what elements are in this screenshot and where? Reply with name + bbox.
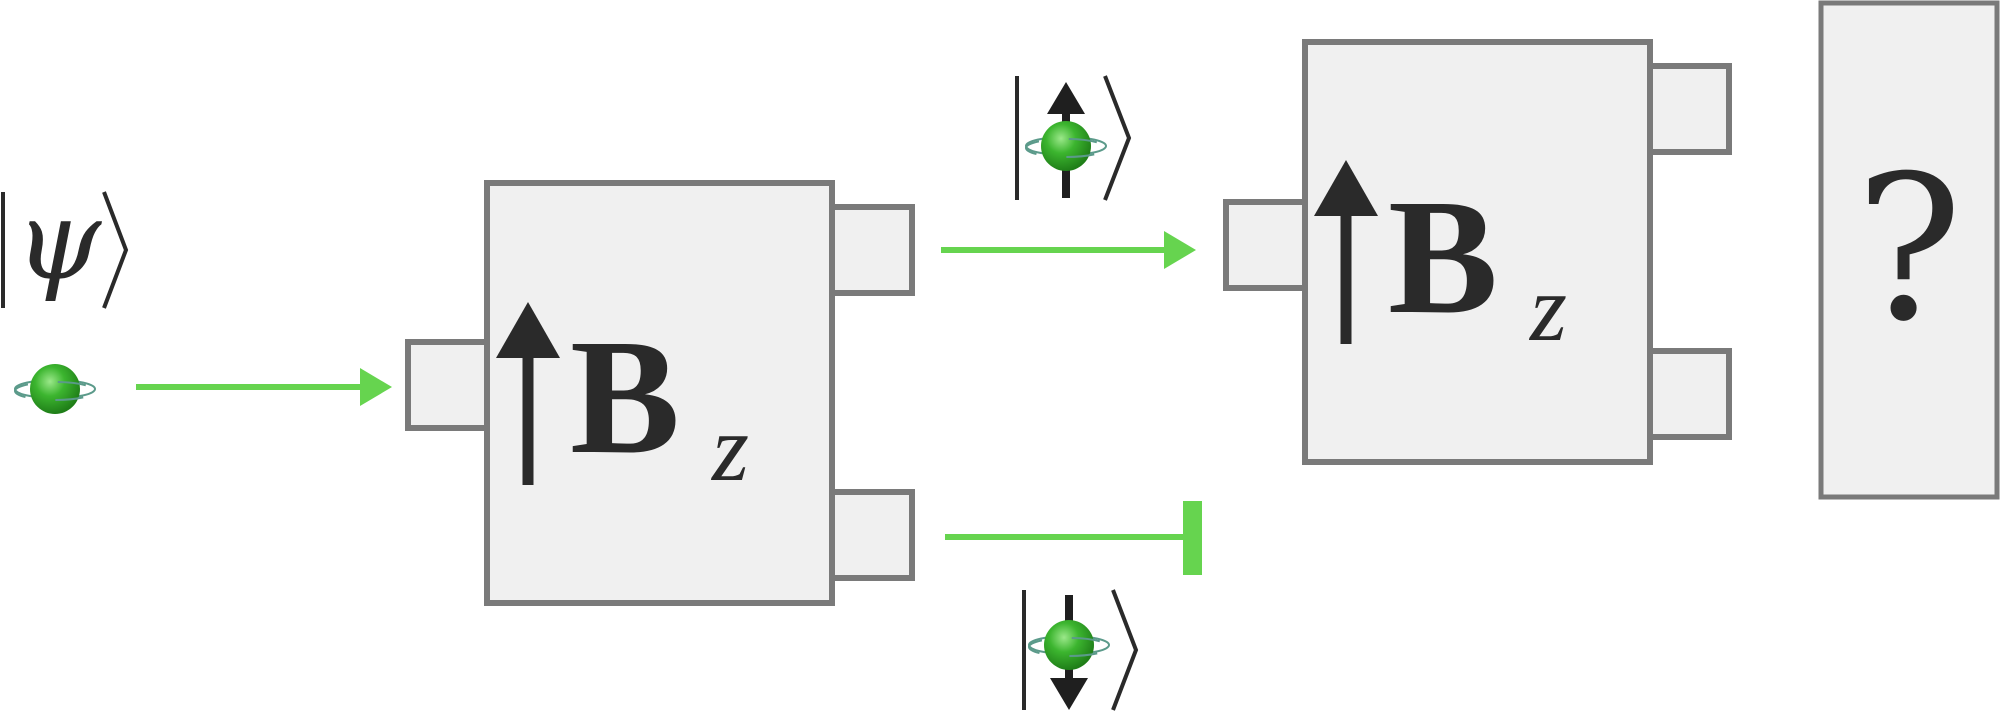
input-beam-arrow (136, 368, 392, 406)
spin-particle-icon (1025, 120, 1107, 172)
question-mark: ? (1855, 133, 1962, 366)
magnet-2-output-port-up (1646, 63, 1732, 155)
field-label-b: B (570, 305, 680, 488)
magnet-2-output-port-down (1646, 348, 1732, 440)
field-label-b: B (1388, 165, 1498, 348)
spin-particle-icon (1028, 619, 1110, 671)
spin-up-symbol: ↑ (0, 0, 1, 1)
spin-down-beam-blocked (945, 501, 1202, 575)
psi-symbol: ψ (15, 176, 103, 304)
magnet-2-body (1302, 39, 1653, 465)
field-arrow-icon (496, 302, 560, 485)
input-state-ket: ψ (1, 176, 129, 309)
spin-down-ket: ↓ (0, 0, 1139, 711)
magnet-1-body (484, 180, 835, 606)
field-subscript-z: z (1528, 255, 1567, 361)
stern-gerlach-magnet-2: B z (1223, 39, 1732, 465)
unknown-detector: ? (1818, 0, 2000, 500)
magnet-2-input-port (1223, 199, 1309, 291)
spin-up-ket: ↑ (0, 0, 1132, 201)
magnet-1-output-port-up (829, 204, 915, 296)
spin-particle-icon (14, 363, 96, 415)
spin-up-beam-arrow (941, 231, 1196, 269)
field-arrow-icon (1314, 160, 1378, 344)
magnet-1-input-port (405, 339, 491, 431)
stern-gerlach-magnet-1: B z (405, 180, 915, 606)
beam-stopper (1183, 501, 1202, 575)
spin-down-symbol: ↓ (0, 0, 1, 1)
field-subscript-z: z (710, 395, 749, 501)
magnet-1-output-port-down (829, 489, 915, 581)
detector-box (1818, 0, 2000, 500)
